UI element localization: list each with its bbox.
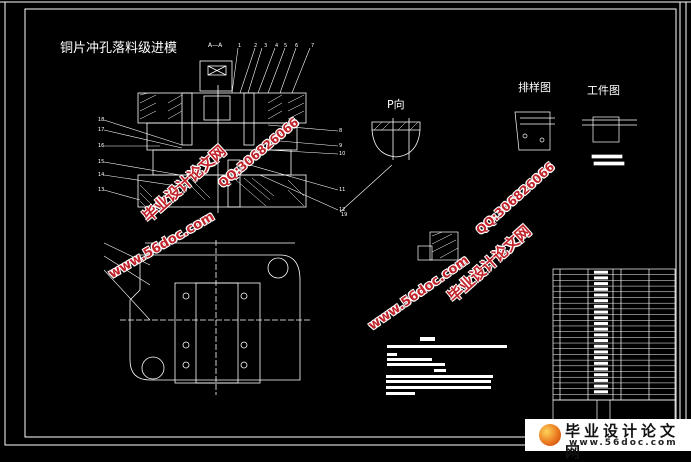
table-cell-text bbox=[594, 293, 608, 297]
table-cell-text bbox=[594, 390, 608, 394]
table-cell-text bbox=[594, 282, 608, 286]
logo-ball-icon bbox=[539, 424, 561, 446]
part-number: 12 bbox=[339, 207, 346, 213]
drawing-frame bbox=[0, 1, 691, 446]
p-view-drawing bbox=[371, 118, 421, 160]
part-number: 3 bbox=[264, 43, 268, 49]
drawing-title: 铜片冲孔落料级进模 bbox=[60, 41, 178, 56]
table-cell-text bbox=[594, 367, 608, 371]
table-cell-text bbox=[594, 321, 608, 325]
table-cell-text bbox=[594, 373, 608, 377]
table-cell-text bbox=[594, 356, 608, 360]
table-cell-text bbox=[594, 333, 608, 337]
cad-drawing-canvas[interactable] bbox=[0, 0, 691, 451]
plan-view bbox=[120, 240, 310, 395]
section-label: A—A bbox=[208, 42, 223, 49]
part-number: 16 bbox=[98, 143, 105, 149]
small-detail-drawing bbox=[417, 231, 459, 261]
logo-url: www.56doc.com bbox=[569, 438, 678, 448]
section-view-a-a bbox=[137, 60, 307, 213]
part-number: 17 bbox=[98, 127, 105, 133]
table-cell-text bbox=[594, 310, 608, 314]
table-cell-text bbox=[594, 270, 608, 274]
part-number: 11 bbox=[339, 187, 346, 193]
part-number: 8 bbox=[339, 128, 343, 134]
table-cell-text bbox=[594, 361, 608, 365]
leader-lines bbox=[103, 47, 393, 321]
table-cell-text bbox=[594, 299, 608, 303]
strip-layout-drawing bbox=[514, 111, 555, 151]
part-number: 18 bbox=[98, 117, 105, 123]
table-cell-text bbox=[594, 276, 608, 280]
part-number: 6 bbox=[295, 43, 299, 49]
part-number: 19 bbox=[341, 212, 348, 218]
table-cell-text bbox=[594, 304, 608, 308]
p-view-label: P向 bbox=[387, 98, 405, 111]
part-number: 10 bbox=[339, 151, 346, 157]
part-number: 2 bbox=[254, 43, 258, 49]
part-number: 4 bbox=[275, 43, 279, 49]
strip-layout-label: 排样图 bbox=[518, 81, 551, 94]
table-cell-text bbox=[594, 384, 608, 388]
workpiece-label: 工件图 bbox=[587, 84, 620, 97]
part-number: 15 bbox=[98, 159, 105, 165]
technical-notes bbox=[386, 337, 507, 395]
table-cell-text bbox=[594, 344, 608, 348]
table-cell-text bbox=[594, 350, 608, 354]
part-number: 13 bbox=[98, 187, 105, 193]
part-number: 9 bbox=[339, 143, 343, 149]
table-cell-text bbox=[594, 316, 608, 320]
workpiece-drawing bbox=[582, 116, 637, 166]
part-number: 1 bbox=[238, 43, 242, 49]
part-number: 14 bbox=[98, 172, 105, 178]
table-cell-text bbox=[594, 287, 608, 291]
site-logo: 毕业设计论文网 www.56doc.com bbox=[525, 419, 691, 461]
table-cell-text bbox=[594, 378, 608, 382]
part-number: 5 bbox=[284, 43, 288, 49]
part-number: 7 bbox=[311, 43, 315, 49]
table-cell-text bbox=[594, 327, 608, 331]
table-cell-text bbox=[594, 339, 608, 343]
parts-list-rows bbox=[553, 270, 675, 395]
